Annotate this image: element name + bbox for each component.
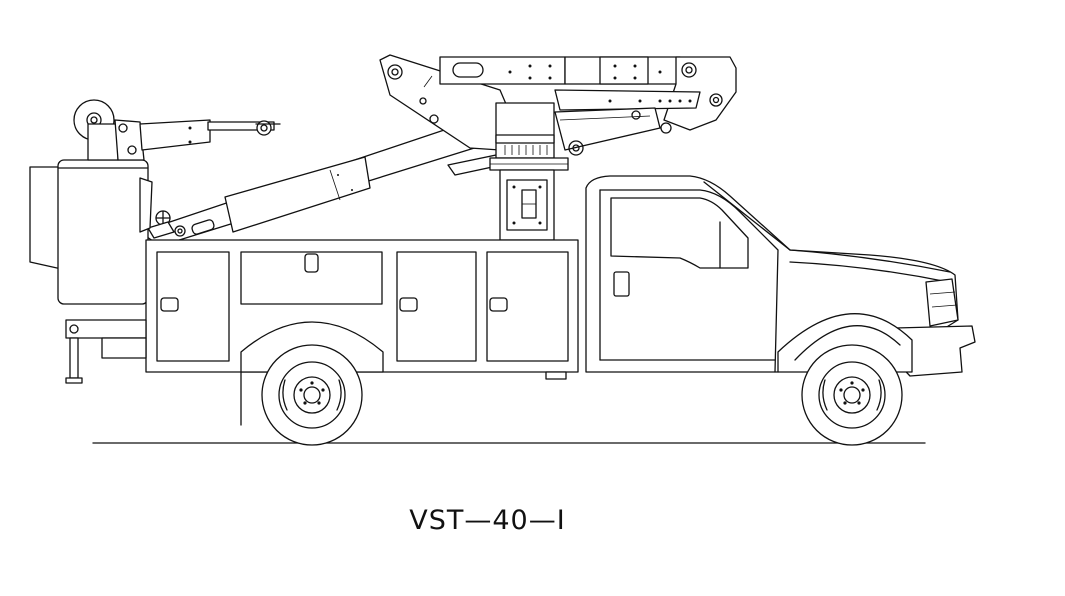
model-caption: VST—40—I xyxy=(409,505,566,536)
aerial-boom xyxy=(139,54,737,247)
rear-wheel xyxy=(261,344,363,446)
front-wheel xyxy=(801,344,903,446)
truck-cab xyxy=(585,175,976,377)
service-body xyxy=(65,239,579,426)
bucket-platform xyxy=(29,99,281,305)
